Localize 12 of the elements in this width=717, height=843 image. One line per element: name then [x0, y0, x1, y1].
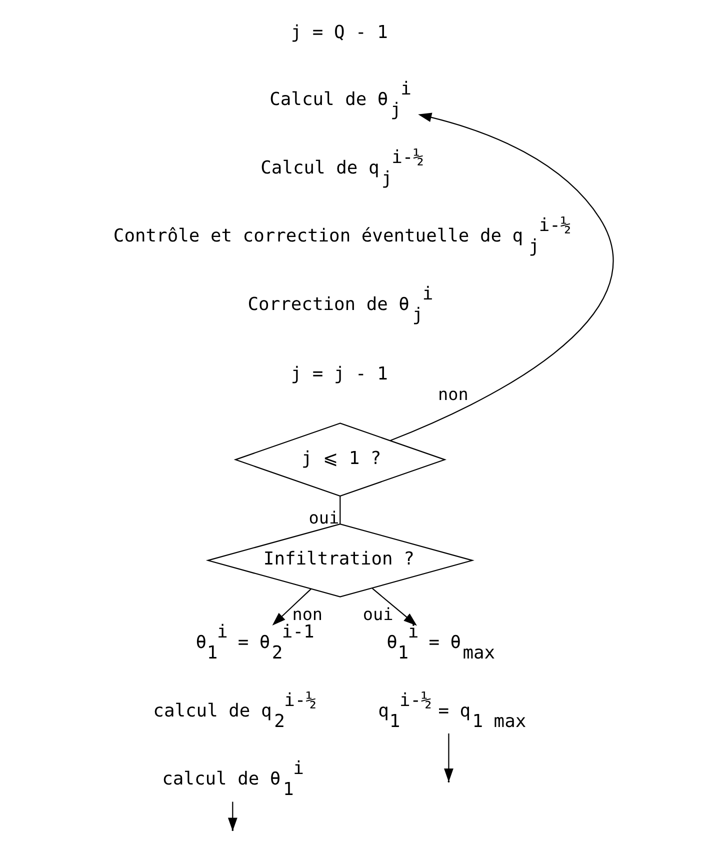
arrow — [272, 588, 311, 625]
edge-label: non — [438, 383, 468, 404]
node-text: j = j - 1 — [290, 362, 388, 384]
node-diamond: j ⩽ 1 ? — [233, 422, 446, 496]
node-diamond: Infiltration ? — [205, 522, 474, 597]
arrow — [389, 112, 613, 441]
arrow — [372, 588, 416, 626]
edge-label: non — [292, 604, 322, 624]
connector — [339, 496, 340, 524]
edge-label: oui — [362, 604, 393, 624]
node-text: j = Q - 1 — [290, 21, 388, 42]
arrow — [444, 732, 453, 782]
